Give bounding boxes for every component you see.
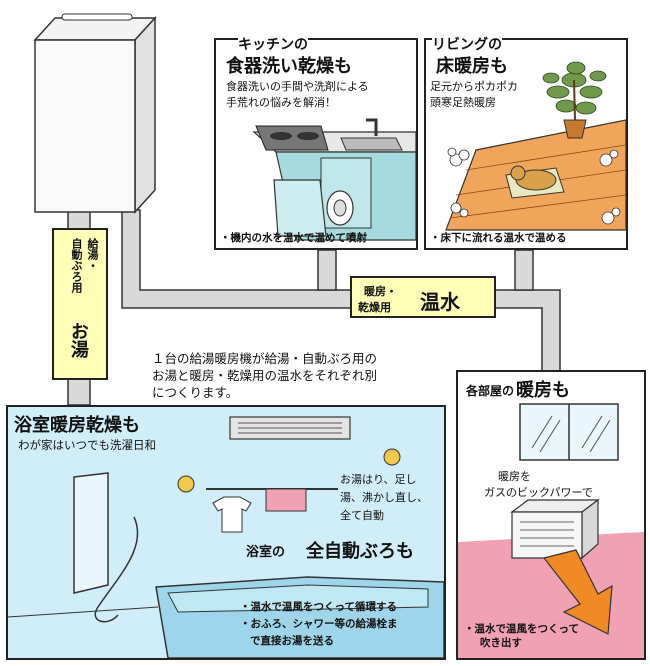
bathroom-heading2-small: 浴室の bbox=[246, 545, 286, 560]
bathroom-note3: で直接お湯を送る bbox=[250, 635, 334, 647]
bathroom-panel: 浴室暖房乾燥も わが家はいつでも洗濯日和 お湯はり、足し 湯、沸かし直し、 全て… bbox=[6, 405, 446, 660]
living-panel: リビングの 床暖房も 足元からポカポカ 頭寒足熱暖房 ・床下に流れる温水で温める bbox=[424, 34, 628, 250]
bathroom-sub: わが家はいつでも洗濯日和 bbox=[18, 438, 156, 452]
rooms-panel: 各部屋の 暖房も 暖房を ガスのビックパワーで ・温水で温風をつくって 吹き出す bbox=[456, 370, 646, 660]
kitchen-panel: キッチンの 食器洗い乾燥も 食器洗いの手間や洗剤による 手荒れの悩みを解消！ ・… bbox=[214, 34, 418, 250]
bathroom-heading2: 全自動ぶろも bbox=[306, 541, 414, 562]
living-illustration bbox=[445, 61, 626, 231]
hot-water-tag-main: お湯 bbox=[67, 322, 89, 358]
rooms-illustration bbox=[458, 403, 644, 658]
living-note: ・床下に流れる温水で温める bbox=[430, 232, 567, 244]
kitchen-illustration bbox=[252, 118, 416, 241]
rooms-heading: 暖房も bbox=[516, 380, 570, 401]
bathroom-illustration bbox=[8, 416, 444, 658]
living-desc-1: 足元からポカポカ bbox=[430, 80, 518, 93]
living-heading-small: リビングの bbox=[432, 34, 502, 54]
warm-water-tag: 暖房・ 乾燥用 温水 bbox=[350, 276, 496, 318]
center-description-line1: １台の給湯暖房機が給湯・自動ぶろ用の bbox=[152, 351, 378, 366]
warm-water-tag-line2: 乾燥用 bbox=[358, 301, 391, 314]
center-description-line2: お湯と暖房・乾燥用の温水をそれぞれ別 bbox=[152, 368, 378, 383]
center-description-line3: につくります。 bbox=[152, 385, 239, 400]
rooms-note-line1: ・温水で温風をつくって bbox=[464, 623, 579, 635]
warm-water-tag-main: 温水 bbox=[420, 290, 460, 314]
bathroom-note2: ・おふろ、シャワー等の給湯栓ま bbox=[240, 618, 398, 630]
living-heading: 床暖房も bbox=[436, 56, 508, 77]
kitchen-desc-2: 手荒れの悩みを解消！ bbox=[226, 96, 336, 109]
warm-water-tag-line1: 暖房・ bbox=[364, 285, 397, 298]
hot-water-tag: 給湯・ 自動ぶろ用 お湯 bbox=[52, 228, 108, 380]
kitchen-pipe bbox=[317, 249, 337, 291]
rooms-note: ・温水で温風をつくって 吹き出す bbox=[464, 622, 579, 650]
bathroom-heading: 浴室暖房乾燥も bbox=[14, 415, 140, 436]
bathroom-auto-line1: お湯はり、足し bbox=[340, 473, 417, 486]
bathroom-auto-line3: 全て自動 bbox=[340, 509, 384, 522]
living-pipe bbox=[514, 249, 534, 291]
hot-water-tag-line1: 給湯・ bbox=[86, 238, 99, 271]
rooms-desc-2: ガスのビックパワーで bbox=[484, 486, 593, 499]
water-heater-icon bbox=[33, 13, 157, 214]
bathroom-note1: ・温水で温風をつくって循環する bbox=[240, 601, 397, 613]
bathroom-auto-line2: 湯、沸かし直し、 bbox=[340, 491, 428, 504]
center-description: １台の給湯暖房機が給湯・自動ぶろ用の お湯と暖房・乾燥用の温水をそれぞれ別 につ… bbox=[152, 350, 377, 401]
rooms-desc-1: 暖房を bbox=[498, 470, 531, 483]
kitchen-desc-1: 食器洗いの手間や洗剤による bbox=[226, 80, 369, 93]
hot-water-tag-line2: 自動ぶろ用 bbox=[70, 238, 83, 293]
bathroom-auto-text: お湯はり、足し 湯、沸かし直し、 全て自動 bbox=[340, 471, 428, 525]
kitchen-note: ・機内の水を温水で温めて噴射 bbox=[220, 232, 367, 244]
rooms-heading-small: 各部屋の bbox=[466, 384, 515, 398]
rooms-note-line2: 吹き出す bbox=[480, 637, 522, 649]
kitchen-heading-small: キッチンの bbox=[238, 34, 308, 54]
kitchen-heading: 食器洗い乾燥も bbox=[226, 56, 352, 77]
bathroom-notes: ・温水で温風をつくって循環する ・おふろ、シャワー等の給湯栓ま で直接お湯を送る bbox=[240, 599, 398, 650]
living-desc-2: 頭寒足熱暖房 bbox=[430, 96, 496, 109]
